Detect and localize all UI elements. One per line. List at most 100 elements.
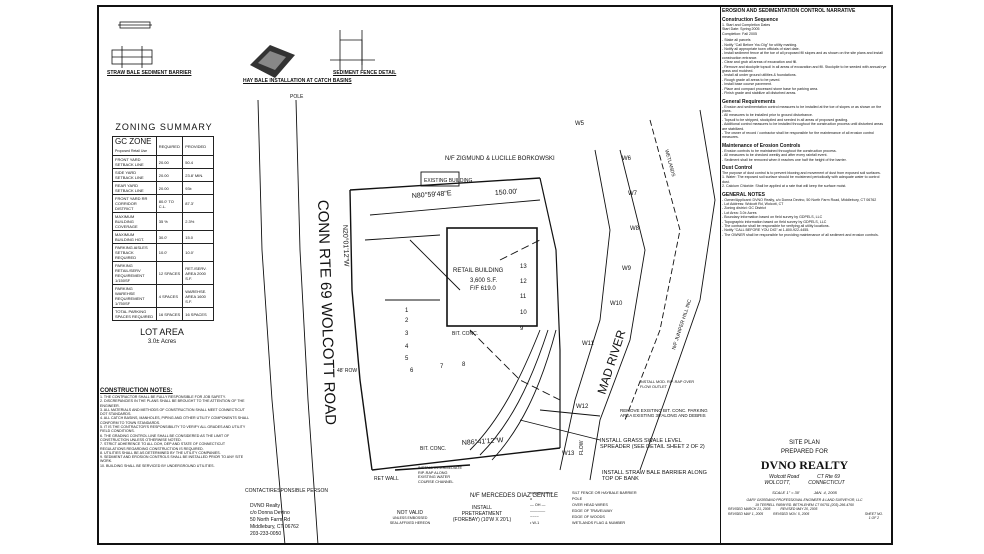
legend-symbol: ———— <box>530 509 546 513</box>
flag-w11: W11 <box>582 341 595 347</box>
parking-space-number: 13 <box>520 264 527 270</box>
legend-symbol: o <box>530 497 533 501</box>
general-requirements-title: General Requirements <box>722 98 776 105</box>
sequence-step: - Finish grade and stabilize all disturb… <box>722 91 797 96</box>
legend-label: EDGE OF WOODS <box>572 515 605 519</box>
engineer-address: 19 TERRELL FARM RD. BETHLEHEM CT 06751 (… <box>755 502 854 507</box>
building-name: RETAIL BUILDING <box>453 268 504 274</box>
river-bank-far <box>639 109 716 471</box>
parking-space-number: 4 <box>405 344 409 350</box>
construction-note: 9. SEDIMENT AND EROSION CONTROLS SHALL B… <box>100 455 244 464</box>
note-straw-bale: INSTALL STRAW BALE BARRIER ALONG TOP OF … <box>602 470 707 482</box>
sequence-step: - Clear and grub all areas of excavation… <box>722 60 798 65</box>
zoning-provided: RET./SERV. AREA 2000 S.F. <box>182 261 214 285</box>
note-remove-pavement: REMOVE EXISTING BIT. CONC. PARKING AREA … <box>620 408 708 418</box>
lot-area-value: 3.0± Acres <box>147 339 177 345</box>
general-requirement: - Erosion and sedimentation control meas… <box>722 104 882 113</box>
legend-symbol: xxxxxxxxxxxx <box>530 491 553 495</box>
sequence-step: - Place and compact processed stone base… <box>722 86 819 91</box>
road-label: CONN RTE 69 WOLCOTT ROAD <box>314 200 339 426</box>
general-note: - Boundary information based on field su… <box>722 215 823 220</box>
general-note: - Lot Area: 3.0± Acres <box>722 210 757 215</box>
parking-curb <box>364 199 541 301</box>
sequence-step: - Install all under ground utilities & f… <box>722 73 797 78</box>
contact-title: CONTACT/RESPONSIBLE PERSON <box>245 488 328 494</box>
river-bank-east <box>589 149 646 481</box>
sequence-title: Construction Sequence <box>722 17 779 23</box>
seal-line2: UNLESS EMBOSSED <box>392 516 428 520</box>
maintenance-item: - Erosion controls to be maintained thro… <box>722 148 837 153</box>
maintenance-title: Maintenance of Erosion Controls <box>722 142 801 149</box>
contact-line: DVNO Realty <box>250 503 281 509</box>
legend: xxxxxxxxxxxx SILT FENCE OR HAYBALE BARRIE… <box>530 490 637 526</box>
existing-building-label: EXISTING BUILDING <box>424 178 472 184</box>
revision: REVISED MARCH 21, 2005 <box>728 507 771 511</box>
silt-fence-detail-title: SEDIMENT FENCE DETAIL <box>333 70 397 76</box>
pole-label: POLE <box>290 94 304 100</box>
abutter-east-label: N/F JUNIPER HILL INC <box>671 298 693 350</box>
sequence-step: - Stake all parcels <box>722 38 751 43</box>
lot-area-label: LOT AREA <box>140 327 184 337</box>
straw-bale-detail <box>111 21 153 68</box>
grading-contours <box>469 329 557 461</box>
property-line-west <box>349 189 373 471</box>
address-town: WOLCOTT, <box>764 480 791 486</box>
general-requirement: - All measures to be installed prior to … <box>722 113 813 118</box>
note-pretreatment: INSTALL PRETREATMENT (FOREBAY) (10'W X 2… <box>452 505 512 523</box>
flag-w7: W7 <box>628 191 638 197</box>
dust-control-item: 1. Water: The exposed soil surface shoul… <box>722 175 880 184</box>
general-note: - Owner/Applicant: DVNO Realty, c/o Donn… <box>722 197 877 202</box>
parking-space-number: 6 <box>410 368 414 374</box>
existing-building-abutter <box>420 171 460 187</box>
seal-line1: NOT VALID <box>397 510 423 516</box>
general-notes-title: GENERAL NOTES <box>722 191 765 198</box>
contact-line: 203-233-0050 <box>250 531 282 537</box>
flag-w13: W13 <box>562 451 575 457</box>
title-column-divider <box>720 5 721 545</box>
zoning-required: 4 SPACES <box>155 284 184 308</box>
parking-space-number: 5 <box>405 356 409 362</box>
hay-bale-detail-title: HAY BALE INSTALLATION AT CATCH BASINS <box>243 78 352 84</box>
flag-w6: W6 <box>622 156 632 162</box>
schedule-line: Completion: Fall 2005 <box>722 31 757 36</box>
sequence-step: - Remove and stockpile topsoil in all ar… <box>722 64 887 74</box>
scale-date-line: SCALE 1" = 30'JAN. 4, 2005 <box>722 490 887 495</box>
construction-note: 7. STRICT ADHERENCE TO ALL DOH, DEP AND … <box>100 442 226 451</box>
road-edge-west <box>257 99 286 546</box>
legend-item: xxxxxxxxxxxx SILT FENCE OR HAYBALE BARRIE… <box>530 490 637 496</box>
seal-note: NOT VALID UNLESS EMBOSSED SEAL AFFIXED H… <box>375 510 445 526</box>
general-note: - Notify "CALL BEFORE YOU DIG" at 1-800-… <box>722 228 810 233</box>
zoning-required: 16 SPACES <box>155 307 184 321</box>
zoning-required: 20.00 <box>155 168 184 182</box>
sheet-number: SHEET NO.1 OF 2 <box>865 512 883 521</box>
dust-control-item: 2. Calcium Chloride: Shall be applied at… <box>722 184 847 189</box>
silt-fence-detail <box>330 30 375 70</box>
wetland-line <box>469 239 561 401</box>
ret-wall <box>394 464 471 471</box>
general-requirement: - Topsoil to be stripped, stockpiled and… <box>722 117 849 122</box>
legend-item: — OH —OVER HEAD WIRES <box>530 502 637 508</box>
construction-note: 1. THE CONTRACTOR SHALL BE FULLY RESPONS… <box>100 395 226 399</box>
note-riprap: INSTALL INTERMEDIATE RIP-RAP ALONG EXIST… <box>418 466 463 484</box>
property-line-east <box>539 177 561 448</box>
lot-area: LOT AREA 3.0± Acres <box>112 327 212 346</box>
parking-space-number: 11 <box>520 294 527 300</box>
title-block: SITE PLAN PREPARED FOR DVNO REALTY Wolco… <box>722 440 887 521</box>
hay-bale-detail <box>250 45 295 78</box>
legend-label: SILT FENCE OR HAYBALE BARRIER <box>572 491 637 495</box>
sequence-step: - Rough grade all areas to be paved. <box>722 77 781 82</box>
general-requirement: - The owner of record / contractor shall… <box>722 130 874 140</box>
title-prepared-for: PREPARED FOR <box>781 449 828 455</box>
bearing-west: N20°01'12"W <box>341 225 350 267</box>
note-grass-swale: INSTALL GRASS SWALE LEVEL SPREADER (SEE … <box>600 438 705 450</box>
construction-note: 5. IT IS THE CONTRACTOR'S RESPONSIBILITY… <box>100 425 246 434</box>
